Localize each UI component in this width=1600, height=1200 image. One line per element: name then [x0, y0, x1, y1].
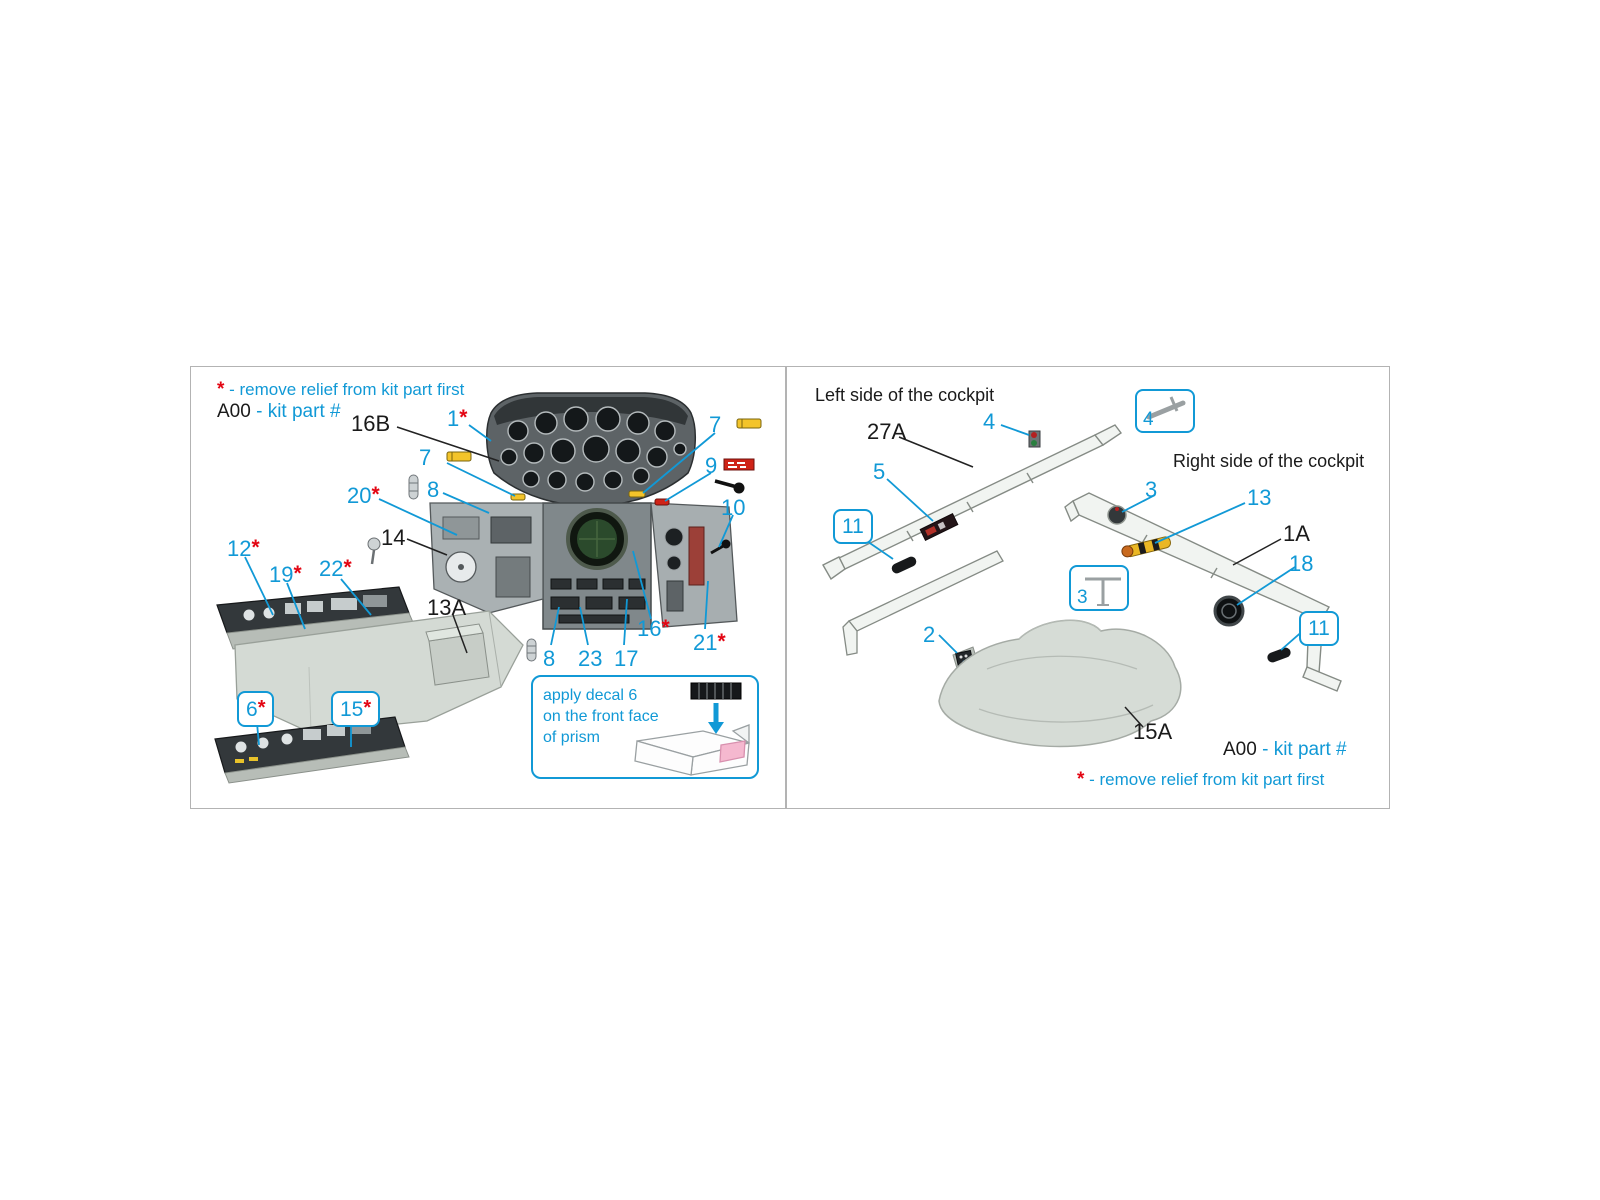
asterisk-symbol: * [371, 483, 380, 506]
callout-14: 14 [381, 525, 406, 550]
decal-6-instruction-box: apply decal 6 on the front face of prism [531, 675, 759, 779]
part-4-detail-diagram [1146, 396, 1186, 420]
prism-illustration [634, 724, 750, 776]
gauge-18-illustration [1213, 595, 1245, 627]
callout-15A: 15A [1133, 719, 1173, 744]
panel-cockpit-sides: Left side of the cockpit Right side of t… [786, 366, 1390, 809]
asterisk-symbol: * [661, 616, 670, 639]
callout-box-11-right: 11 [1299, 611, 1339, 646]
yellow-handle-decal [628, 490, 646, 498]
callout-1: 1* [447, 406, 468, 431]
cylinder-decal-icon [408, 474, 419, 500]
callout-19: 19* [269, 562, 302, 587]
callout-20: 20* [347, 483, 380, 508]
callout-box-11-left: 11 [833, 509, 873, 544]
callout-box-15: 15* [331, 691, 381, 727]
callout-12: 12* [227, 536, 260, 561]
callout-5: 5 [873, 459, 886, 484]
down-arrow-icon [708, 703, 724, 734]
left-cockpit-rail-illustration [822, 424, 1123, 581]
detail-box-4: 4 [1135, 389, 1195, 433]
right-side-panel-illustration [650, 502, 738, 628]
callout-13A: 13A [427, 595, 467, 620]
yellow-handle-decal [510, 493, 526, 501]
console-assembly-illustration [216, 586, 416, 650]
part-2-illustration [952, 646, 980, 676]
asterisk-symbol: * [363, 697, 372, 719]
callout-9: 9 [705, 453, 718, 478]
right-side-title: Right side of the cockpit [1173, 451, 1365, 471]
kit-part-code: A00 [217, 401, 251, 422]
callout-box-6: 6* [237, 691, 275, 727]
kit-part-text: - kit part # [1262, 739, 1347, 760]
callout-7-left: 7 [419, 445, 432, 470]
callout-23: 23 [578, 646, 603, 671]
red-placard-swatch-icon [723, 458, 755, 471]
legend-text: - remove relief from kit part first [1089, 770, 1325, 789]
asterisk-symbol: * [293, 562, 302, 585]
asterisk-symbol: * [459, 406, 468, 429]
yellow-decal-swatch-icon [446, 451, 472, 462]
legend-remove-relief: * - remove relief from kit part first [217, 379, 464, 402]
callout-8-lower: 8 [543, 646, 556, 671]
asterisk-symbol: * [343, 556, 352, 579]
red-placard-decal [654, 498, 670, 506]
comb-part-illustration [690, 682, 742, 700]
callout-16: 16* [637, 616, 670, 641]
center-pedestal-illustration [542, 502, 652, 630]
legend-kit-part: A00 - kit part # [1223, 739, 1347, 761]
detail-box-3: 3 [1069, 565, 1129, 611]
main-instrument-panel-illustration [486, 392, 696, 507]
decal-5-illustration [919, 513, 959, 541]
callout-7-top: 7 [709, 412, 722, 437]
panel-lever-illustration [710, 539, 731, 555]
legend-text: - remove relief from kit part first [229, 380, 465, 399]
callout-10: 10 [721, 495, 746, 520]
callout-8-upper: 8 [427, 477, 440, 502]
control-stick-icon [714, 479, 745, 494]
callout-13: 13 [1247, 485, 1272, 510]
kit-part-text: - kit part # [256, 401, 341, 422]
decal-6-instruction-text: apply decal 6 on the front face of prism [543, 687, 659, 746]
callout-22: 22* [319, 556, 352, 581]
cylinder-11-right-illustration [1267, 647, 1291, 663]
callout-2: 2 [923, 622, 936, 647]
cylinder-11-left-illustration [891, 556, 917, 574]
asterisk-symbol: * [257, 697, 266, 719]
handle-13-illustration [1121, 536, 1171, 558]
callout-17: 17 [614, 646, 639, 671]
asterisk-symbol: * [717, 630, 726, 653]
prism-decal-diagram [634, 682, 750, 776]
asterisk-symbol: * [217, 379, 225, 400]
callout-4: 4 [983, 409, 996, 434]
callout-3: 3 [1145, 477, 1158, 502]
pin-icon [367, 537, 381, 565]
callout-18: 18 [1289, 551, 1314, 576]
callout-21: 21* [693, 630, 726, 655]
left-side-title: Left side of the cockpit [815, 385, 995, 405]
part-3-detail-diagram [1085, 577, 1121, 606]
gauge-3-illustration [1107, 505, 1127, 525]
callout-1A: 1A [1283, 521, 1310, 546]
cylinder-decal-icon [526, 638, 537, 662]
yellow-decal-swatch-icon [736, 418, 762, 429]
kit-part-code: A00 [1223, 739, 1257, 760]
part-4-illustration [1028, 430, 1041, 448]
callout-16B: 16B [351, 411, 391, 436]
legend-kit-part: A00 - kit part # [217, 401, 341, 423]
asterisk-symbol: * [1077, 769, 1085, 790]
legend-remove-relief: * - remove relief from kit part first [1077, 769, 1324, 792]
asterisk-symbol: * [251, 536, 260, 559]
panel-instrument-panels: * - remove relief from kit part first A0… [190, 366, 786, 809]
callout-27A: 27A [867, 419, 907, 444]
